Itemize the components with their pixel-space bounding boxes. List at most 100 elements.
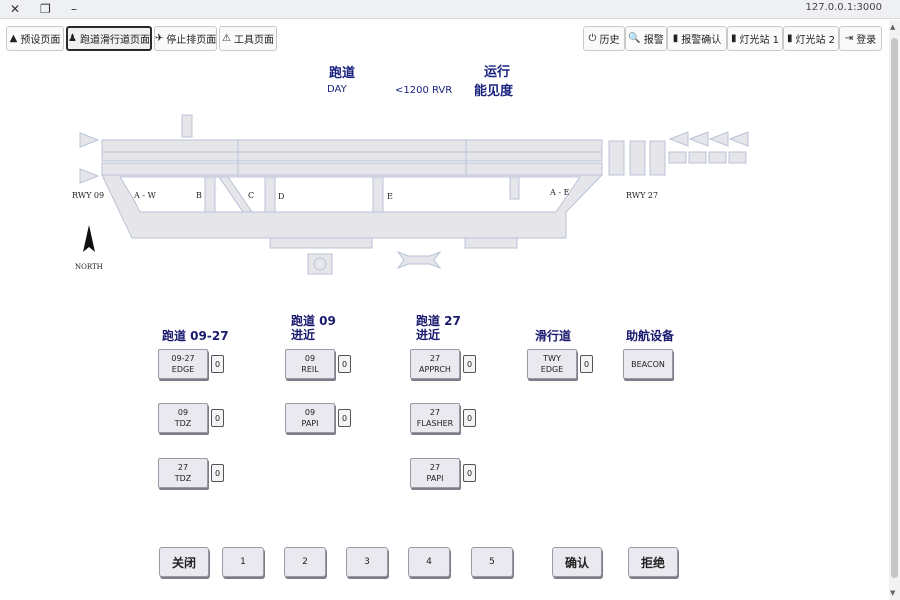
signal-bars-icon: ▮ (786, 33, 793, 44)
button-line1: 27 (177, 463, 189, 472)
scroll-thumb[interactable] (891, 38, 898, 578)
rwy-27-tdz-button[interactable]: 27 TDZ (158, 458, 208, 488)
beacon-circle-icon[interactable] (313, 257, 327, 271)
taxiway-c[interactable] (218, 176, 253, 213)
button-line1: 27 (429, 408, 441, 417)
rwy-0927-edge-button[interactable]: 09-27 EDGE (158, 349, 208, 379)
light-station-1-button[interactable]: ▮ 灯光站 1 (727, 26, 783, 51)
rwy-27-flasher-button[interactable]: 27 FLASHER (410, 403, 460, 433)
reject-button[interactable]: 拒绝 (628, 547, 678, 577)
approach-27-title-line1: 跑道 27 (416, 314, 461, 328)
level-1-button[interactable]: 1 (222, 547, 264, 577)
rwy-27-approach-button[interactable]: 27 APPRCH (410, 349, 460, 379)
alarm-label: 报警 (643, 35, 664, 46)
taxiway-e[interactable] (372, 176, 384, 213)
lower-stand-right[interactable] (464, 237, 518, 249)
rvr-label: <1200 RVR (395, 85, 453, 96)
beacon-button[interactable]: BEACON (623, 349, 673, 379)
light-station-1-label: 灯光站 1 (739, 35, 780, 46)
url-text: 127.0.0.1:3000 (805, 2, 882, 13)
rwy-27-papi-level: 0 (463, 464, 476, 482)
button-line2: TDZ (174, 474, 192, 483)
signal-bars-icon: ▮ (730, 33, 737, 44)
main-toolbar: ▲ 预设页面 ♟ 跑道滑行道页面 ✈ 停止排页面 ⚠ 工具页面 ⏻ 历史 🔍 报… (0, 20, 886, 56)
approach-arrow-3-icon[interactable] (708, 131, 729, 147)
light-station-2-button[interactable]: ▮ 灯光站 2 (783, 26, 839, 51)
button-line2: REIL (301, 365, 319, 374)
rwy-09-tdz-button[interactable]: 09 TDZ (158, 403, 208, 433)
threshold-arrow-upper-icon[interactable] (79, 132, 100, 148)
button-line1: BEACON (631, 359, 665, 369)
upper-post[interactable] (181, 114, 193, 138)
warning-triangle-icon: ▲ (9, 33, 18, 44)
window-titlebar: ✕ ❐ – 127.0.0.1:3000 (0, 0, 900, 19)
stand-page-button[interactable]: ✈ 停止排页面 (154, 26, 217, 51)
day-mode-label: DAY (327, 84, 347, 95)
button-line2: EDGE (171, 365, 195, 374)
runway-upper-strip[interactable] (101, 139, 603, 153)
taxiway-d[interactable] (264, 176, 276, 213)
approach-light-bar-1[interactable] (608, 140, 625, 176)
stand-page-label: 停止排页面 (166, 35, 217, 46)
button-line2: EDGE (540, 365, 564, 374)
scroll-down-arrow-icon[interactable]: ▼ (890, 589, 896, 597)
confirm-button[interactable]: 确认 (552, 547, 602, 577)
twy-edge-button[interactable]: TWY EDGE (527, 349, 577, 379)
button-line1: 27 (429, 354, 441, 363)
approach-arrow-4-icon[interactable] (728, 131, 749, 147)
taxiway-b[interactable] (204, 176, 216, 213)
taxiway-d-label: D (278, 192, 284, 201)
minimize-window-icon[interactable]: – (71, 2, 77, 16)
runway-taxiway-page-label: 跑道滑行道页面 (79, 35, 150, 46)
tools-page-label: 工具页面 (233, 35, 274, 46)
rwy-27-label: RWY 27 (626, 191, 658, 200)
alarm-button[interactable]: 🔍 报警 (625, 26, 667, 51)
warning-icon: ⚠ (222, 33, 231, 44)
rwy-27-tdz-level: 0 (211, 464, 224, 482)
level-5-button[interactable]: 5 (471, 547, 513, 577)
restore-window-icon[interactable]: ❐ (40, 2, 51, 16)
off-button[interactable]: 关闭 (159, 547, 209, 577)
level-2-button[interactable]: 2 (284, 547, 326, 577)
approach-09-title-line2: 进近 (291, 328, 316, 342)
lower-stand-left[interactable] (269, 237, 373, 249)
login-button[interactable]: ⇥ 登录 (839, 26, 882, 51)
button-line1: 09 (304, 354, 316, 363)
runway-0927-title: 跑道 09-27 (162, 329, 229, 343)
approach-light-small-3[interactable] (708, 151, 727, 164)
level-4-button[interactable]: 4 (408, 547, 450, 577)
runway-taxiway-page-button[interactable]: ♟ 跑道滑行道页面 (66, 26, 152, 51)
runway-lower-strip[interactable] (101, 151, 603, 162)
approach-light-bar-2[interactable] (629, 140, 646, 176)
taxiway-ae-label: A - E (549, 188, 570, 197)
level-3-button[interactable]: 3 (346, 547, 388, 577)
preset-page-button[interactable]: ▲ 预设页面 (6, 26, 64, 51)
taxiway-stub[interactable] (509, 176, 520, 200)
approach-light-bar-3[interactable] (649, 140, 666, 176)
threshold-arrow-lower-icon[interactable] (79, 168, 100, 184)
north-label: NORTH (75, 263, 103, 271)
history-button[interactable]: ⏻ 历史 (583, 26, 625, 51)
login-label: 登录 (856, 35, 877, 46)
apron-loop[interactable] (101, 174, 604, 239)
scroll-up-arrow-icon[interactable]: ▲ (890, 23, 896, 31)
alarm-confirm-button[interactable]: ▮ 报警确认 (667, 26, 727, 51)
windsock-icon[interactable] (396, 250, 442, 270)
approach-light-small-4[interactable] (728, 151, 747, 164)
close-window-icon[interactable]: ✕ (10, 2, 21, 16)
rwy-27-papi-button[interactable]: 27 PAPI (410, 458, 460, 488)
tools-page-button[interactable]: ⚠ 工具页面 (219, 26, 277, 51)
approach-arrow-1-icon[interactable] (668, 131, 689, 147)
rwy-09-tdz-level: 0 (211, 409, 224, 427)
parallel-taxiway[interactable] (101, 162, 603, 176)
north-arrow-icon (83, 225, 95, 252)
button-line1: 09-27 (171, 354, 195, 363)
approach-light-small-2[interactable] (688, 151, 707, 164)
rwy-09-papi-button[interactable]: 09 PAPI (285, 403, 335, 433)
vertical-scrollbar[interactable]: ▲ ▼ (889, 20, 900, 600)
approach-light-small-1[interactable] (668, 151, 687, 164)
rwy-09-reil-button[interactable]: 09 REIL (285, 349, 335, 379)
taxiway-title: 滑行道 (535, 329, 572, 343)
approach-arrow-2-icon[interactable] (688, 131, 709, 147)
